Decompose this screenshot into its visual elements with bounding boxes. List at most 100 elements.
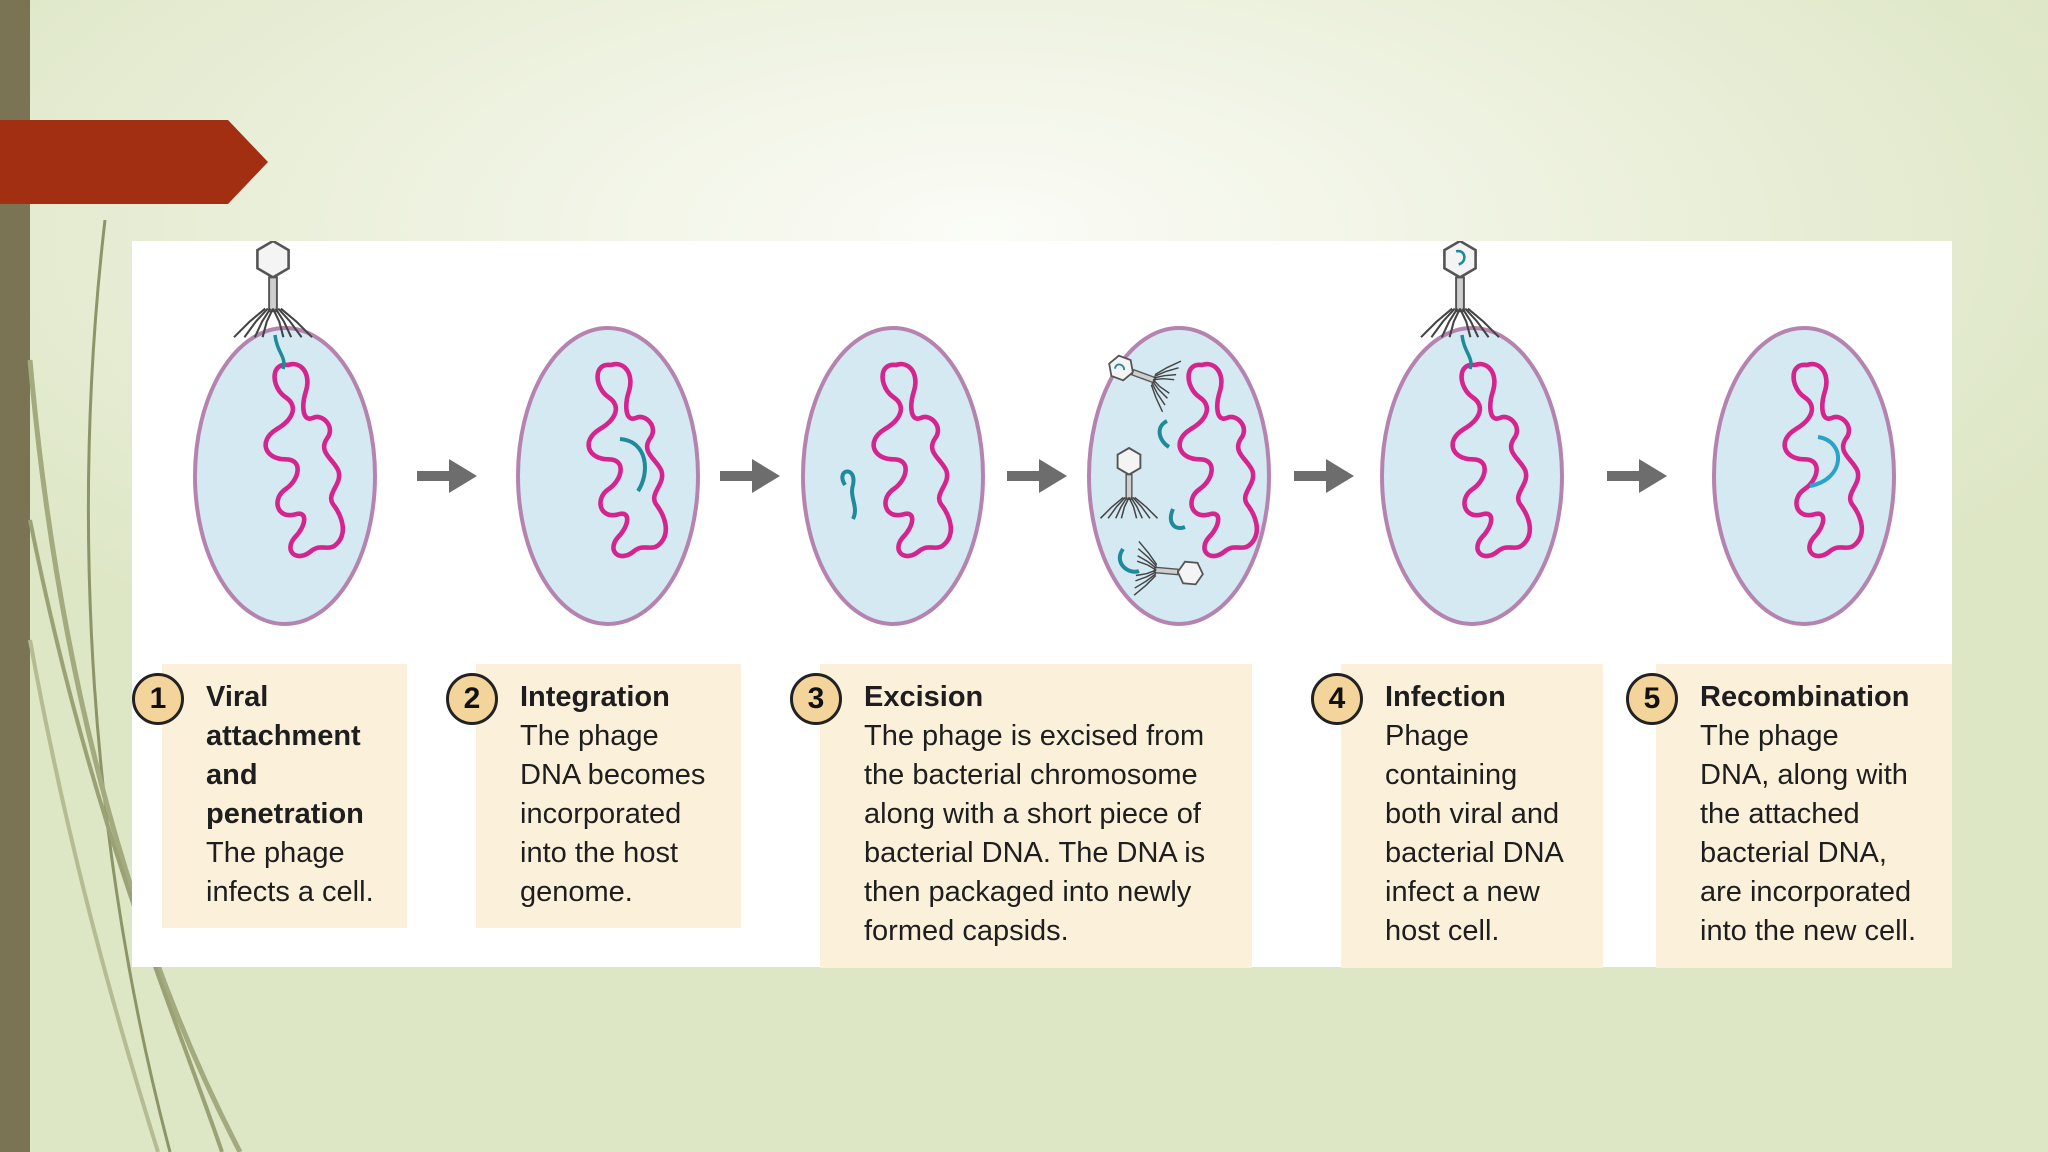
phage-dna (1114, 363, 1125, 371)
phage-tail (1455, 276, 1465, 313)
phage-tail-fiber (277, 307, 303, 338)
bacterial-chromosome (871, 361, 954, 559)
bacterial-cell-membrane (516, 326, 700, 626)
phage-tail-fiber (233, 307, 266, 338)
phage-tail-fiber (1430, 307, 1456, 338)
phage-tail-fiber (1150, 384, 1164, 413)
injected-phage-dna (273, 334, 286, 370)
phage-tail-fiber (1135, 569, 1157, 577)
step-description: DNA, along with (1700, 759, 1908, 791)
phage-tail-fiber (1133, 574, 1157, 596)
phage-tail-fiber (253, 308, 272, 338)
bacterial-cell (1380, 326, 1564, 626)
phage-tail (1125, 473, 1133, 501)
step-title: Viral (206, 681, 269, 713)
step-description: then packaged into newly (864, 876, 1192, 908)
step-description: both viral and (1385, 798, 1560, 830)
bacteriophage (233, 241, 313, 338)
title-accent-tab (0, 120, 268, 204)
phage-head (1443, 241, 1477, 279)
recombined-phage-dna (1809, 435, 1841, 488)
bacterial-chromosome (1782, 361, 1865, 559)
phage-tail-fiber (1440, 308, 1459, 338)
phage-dna-fragment (1168, 508, 1186, 530)
bacterial-cell-membrane (1380, 326, 1564, 626)
step-description: incorporated (520, 798, 682, 830)
decorative-curve (86, 219, 172, 1152)
phage-dna-fragment (1117, 547, 1140, 574)
phage-tail-fiber (1120, 497, 1130, 519)
step-description: are incorporated (1700, 876, 1912, 908)
step-number-badge: 5 (1626, 673, 1678, 725)
arrow-right-icon (720, 459, 780, 493)
bacterial-chromosome (1450, 361, 1533, 559)
phage-tail-fiber (1151, 382, 1166, 406)
step-title: penetration (206, 798, 364, 830)
step-description: bacterial DNA. The DNA is (864, 837, 1206, 869)
cycle-illustration (193, 241, 1896, 626)
step-description: the attached (1700, 798, 1860, 830)
step-description: into the host (520, 837, 678, 869)
phage-tail (1131, 368, 1157, 384)
arrow-right-icon (1294, 459, 1354, 493)
phage-tail-fiber (1137, 548, 1158, 567)
phage-tail-fiber (1107, 496, 1126, 519)
phage-tail-fiber (1448, 308, 1461, 338)
phage-tail (1153, 566, 1179, 576)
bacterial-cell (801, 326, 985, 626)
new-phage (1133, 540, 1204, 596)
step-title: Infection (1385, 681, 1506, 713)
phage-tail-fiber (1130, 496, 1143, 519)
phage-tail-fiber (243, 307, 269, 338)
phage-tail-fiber (1459, 308, 1472, 338)
bacterial-cell-membrane (193, 326, 377, 626)
step-description: bacterial DNA, (1700, 837, 1887, 869)
excised-phage-dna (840, 469, 857, 520)
step-description: the bacterial chromosome (864, 759, 1198, 791)
step-description: Phage (1385, 720, 1469, 752)
phage-tail-fiber (1153, 373, 1177, 379)
bacteriophage (1420, 241, 1500, 338)
phage-dna-fragment (1157, 419, 1171, 449)
phage-head (256, 241, 290, 279)
step-description: The phage (1700, 720, 1839, 752)
decorative-curve (27, 359, 243, 1152)
phage-tail-fiber (1151, 380, 1168, 399)
arrow-right-icon (417, 459, 477, 493)
step-description: DNA becomes (520, 759, 706, 791)
phage-tail-fiber (1138, 540, 1158, 566)
arrow-right-icon (1607, 459, 1667, 493)
injected-phage-dna (1460, 334, 1473, 370)
step-title: attachment (206, 720, 361, 752)
step-description: into the new cell. (1700, 915, 1917, 947)
step-title: Integration (520, 681, 670, 713)
step-description: The phage (206, 837, 345, 869)
phage-tail-fiber (1154, 367, 1179, 377)
bacterial-cell-membrane (1712, 326, 1896, 626)
bacterial-cell (193, 326, 377, 626)
step-description: infect a new (1385, 876, 1540, 908)
phage-tail-fiber (1464, 307, 1490, 338)
phage-tail-fiber (274, 308, 293, 338)
phage-dna (1455, 249, 1466, 266)
step-description: containing (1385, 759, 1518, 791)
step-number-badge: 3 (790, 673, 842, 725)
phage-head (1116, 446, 1142, 476)
step-number-badge: 2 (446, 673, 498, 725)
bacterial-cell (1087, 326, 1271, 626)
phage-tail-fiber (1137, 555, 1157, 569)
phage-tail-fiber (1128, 497, 1138, 519)
bacterial-chromosome (263, 361, 346, 559)
step-number-badge: 1 (132, 673, 184, 725)
new-phage (1099, 446, 1159, 519)
step-description: The phage is excised from (864, 720, 1205, 752)
integrated-phage-dna (619, 437, 647, 493)
phage-tail-fiber (272, 308, 285, 338)
phage-tail-fiber (1135, 571, 1157, 582)
bacterial-cell-membrane (801, 326, 985, 626)
